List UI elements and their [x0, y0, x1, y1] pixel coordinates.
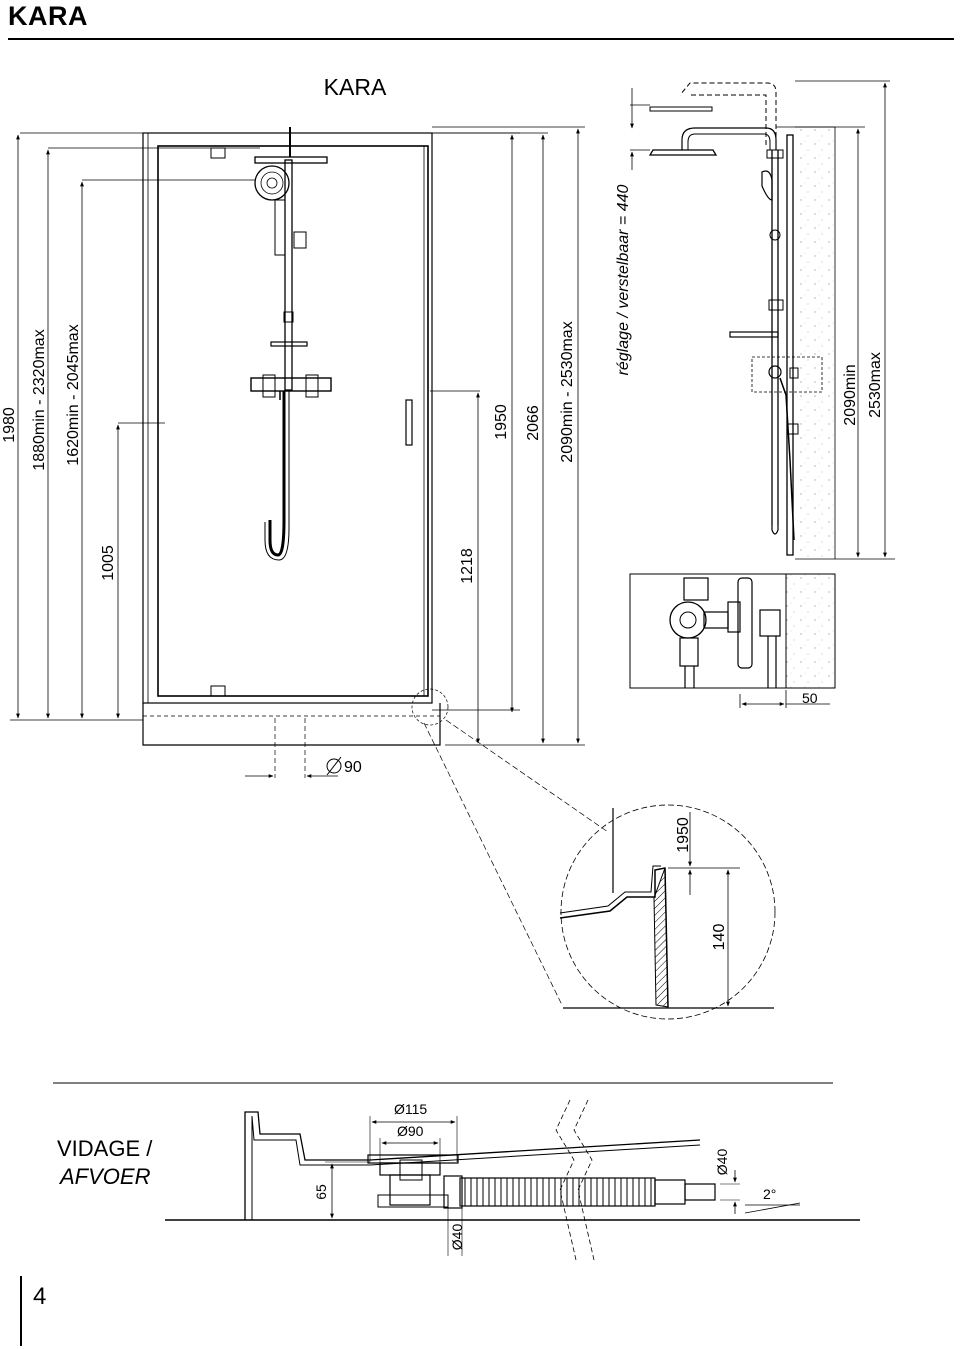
door-frame: [157, 145, 429, 697]
dim-door-height: 1218: [459, 548, 476, 584]
wall-section: [795, 127, 835, 559]
cabin-outer-frame: [142, 132, 433, 704]
page-number-rule: [20, 1276, 22, 1346]
shower-rail: [284, 159, 293, 391]
front-view: [142, 127, 609, 1006]
drain-section-drawing: [165, 1099, 860, 1261]
side-adjust-label: réglage / verstelbaar = 440: [615, 185, 632, 376]
thermostat-mixer: [250, 377, 332, 392]
shower-hose: [268, 391, 286, 557]
detail-dim-top: 1950: [675, 817, 692, 853]
side-view: [648, 82, 836, 560]
side-min: 2090min: [842, 364, 859, 425]
drain-diameter-label: 90: [326, 756, 362, 776]
dim-overall: 2090min - 2530max: [559, 321, 576, 462]
dim-handle: 1005: [100, 545, 117, 581]
header-rule: [8, 38, 954, 40]
dim-bar: 2066: [525, 405, 542, 441]
page-header: KARA: [0, 0, 960, 42]
hinge-top: [210, 147, 226, 159]
dim-range2: 1620min - 2045max: [65, 324, 82, 465]
drain-flex-hose: [459, 1177, 656, 1207]
drain-d40-bottom: Ø40: [449, 1224, 465, 1251]
shower-tray: [142, 703, 441, 746]
drain-d90: Ø90: [397, 1123, 424, 1139]
wall-offset-dim: 50: [802, 690, 818, 706]
dim-frame: 1950: [493, 404, 510, 440]
dim-range1: 1880min - 2320max: [31, 329, 48, 470]
side-max: 2530max: [867, 352, 884, 418]
drain-diameter-value: 90: [344, 759, 362, 776]
header-title: KARA: [8, 1, 88, 31]
hinge-bottom: [210, 685, 226, 697]
drain-label-fr: VIDAGE /: [57, 1136, 153, 1161]
detail-dim-base: 140: [711, 924, 728, 951]
tray-detail: [559, 804, 776, 1020]
front-dimension-lines: [10, 126, 585, 778]
drawing-title: KARA: [324, 74, 387, 100]
hand-shower: [254, 165, 290, 201]
valve-detail: [629, 573, 836, 708]
drain-h65: 65: [313, 1184, 329, 1200]
side-dimension-lines: [630, 80, 895, 560]
door-handle: [405, 399, 413, 446]
drain-d40-right: Ø40: [714, 1149, 730, 1176]
page-number: 4: [33, 1283, 47, 1310]
drain-label-nl: AFVOER: [58, 1164, 151, 1189]
dim-total: 1980: [1, 407, 18, 443]
drain-slope: 2°: [763, 1186, 776, 1202]
drain-d115: Ø115: [394, 1101, 427, 1117]
soap-shelf: [270, 341, 308, 347]
